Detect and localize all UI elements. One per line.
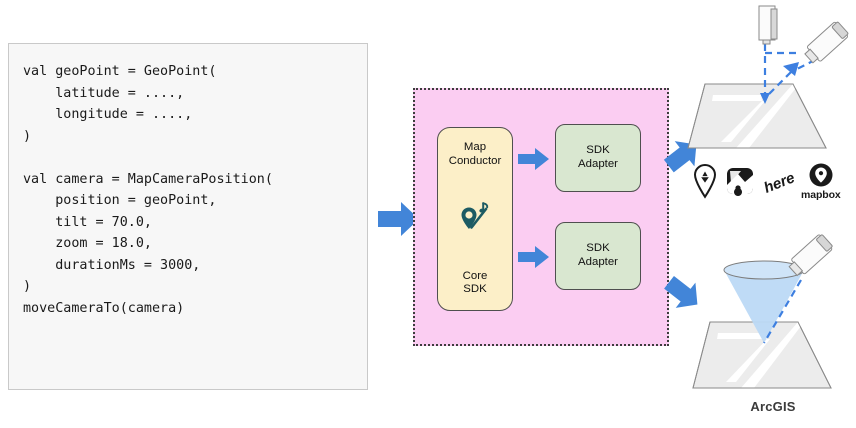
code-panel: val geoPoint = GeoPoint( latitude = ....…: [8, 43, 368, 390]
svg-text:here: here: [761, 169, 797, 197]
code-snippet-text: val geoPoint = GeoPoint( latitude = ....…: [23, 64, 273, 316]
bottom-map-scene: [683, 225, 856, 400]
camera-view-cone: [723, 260, 805, 343]
output-flow-arrow-top: [663, 133, 703, 177]
output-flow-arrow-bottom: [663, 272, 705, 316]
camera-top-down-icon: [758, 5, 778, 45]
input-flow-arrow: [378, 200, 420, 238]
sdk-adapter-box-bottom[interactable]: SDK Adapter: [555, 222, 641, 290]
core-sdk-subtitle: Core SDK: [462, 269, 488, 296]
camera-tilted-icon: [788, 234, 833, 277]
map-provider-logos: here mapbox: [690, 160, 856, 202]
core-to-adapter-arrow-top: [518, 147, 550, 171]
mapbox-wordmark: mapbox: [801, 188, 841, 201]
sdk-adapter-top-label: SDK Adapter: [578, 144, 618, 170]
sdk-adapter-box-top[interactable]: SDK Adapter: [555, 124, 641, 192]
mapbox-logo[interactable]: mapbox: [801, 162, 841, 201]
map-conductor-title: Map Conductor: [448, 141, 502, 167]
map-conductor-core-sdk-box[interactable]: Map Conductor Core SDK: [437, 127, 513, 311]
core-to-adapter-arrow-bottom: [518, 245, 550, 269]
map-plane-top: [687, 83, 827, 149]
apple-maps-logo[interactable]: [725, 166, 755, 196]
google-maps-logo[interactable]: [690, 162, 720, 200]
core-sdk-container: Map Conductor Core SDK: [413, 88, 669, 346]
here-maps-logo[interactable]: here: [760, 166, 797, 197]
arcgis-label: ArcGIS: [750, 399, 796, 414]
top-map-scene: [683, 0, 856, 160]
camera-tilted-icon: [804, 21, 849, 64]
sdk-adapter-bottom-label: SDK Adapter: [578, 242, 618, 268]
map-pin-conductor-baton-icon: [456, 200, 494, 238]
